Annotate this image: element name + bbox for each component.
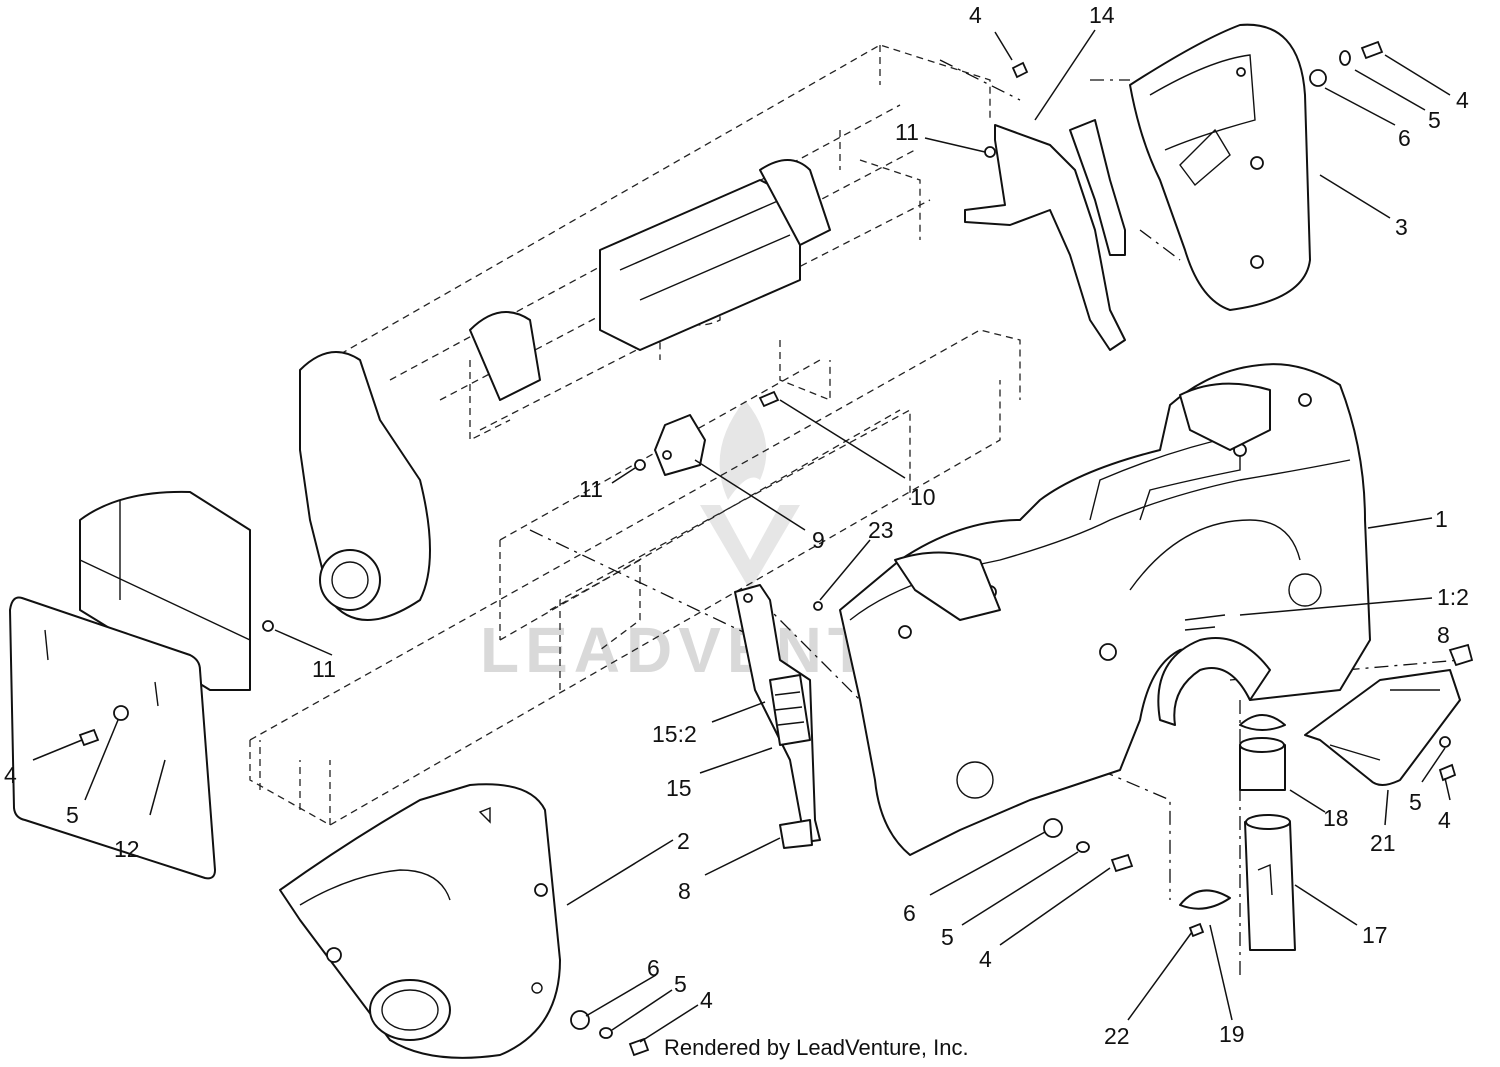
callout-1-2: 1:2 (1437, 584, 1469, 610)
callout-4-right: 4 (1438, 807, 1451, 833)
callout-6-top-right: 6 (1398, 125, 1411, 151)
callout-22: 22 (1104, 1023, 1130, 1049)
part-3-upper-right-cover (1129, 23, 1311, 311)
callout-23: 23 (868, 517, 894, 543)
callout-11-left: 11 (312, 656, 336, 682)
callout-19: 19 (1219, 1021, 1245, 1047)
part-21-right-shield (1304, 669, 1461, 786)
leader-lines (32, 29, 1451, 1043)
callout-10: 10 (910, 484, 936, 510)
callout-12: 12 (114, 836, 140, 862)
callout-4-mid: 4 (979, 946, 992, 972)
callout-4-top: 4 (969, 2, 982, 28)
part-17-18-tubes (1179, 714, 1296, 951)
hardware (78, 40, 1474, 1057)
callout-5-left: 5 (66, 802, 79, 828)
callout-14: 14 (1089, 2, 1115, 28)
callout-6-bottom: 6 (647, 955, 660, 981)
callout-labels: 4 14 11 4 5 6 3 10 11 9 23 1 1:2 8 11 4 … (4, 2, 1469, 1049)
callout-5-top-right: 5 (1428, 107, 1441, 133)
callout-8-mid: 8 (678, 878, 691, 904)
callout-4-top-right: 4 (1456, 87, 1469, 113)
part-2-lower-cover (279, 783, 561, 1059)
callout-17: 17 (1362, 922, 1388, 948)
deck-drive-assembly (79, 159, 831, 691)
part-9-small-bracket (654, 414, 706, 476)
callout-8-right: 8 (1437, 622, 1450, 648)
callout-2: 2 (677, 828, 690, 854)
callout-5-right: 5 (1409, 789, 1422, 815)
callout-15: 15 (666, 775, 692, 801)
callout-11-top: 11 (895, 119, 919, 145)
callout-5-bottom: 5 (674, 971, 687, 997)
callout-11-mid: 11 (579, 476, 603, 502)
callout-21: 21 (1370, 830, 1396, 856)
callout-3: 3 (1395, 214, 1408, 240)
callout-15-2: 15:2 (652, 721, 697, 747)
rendered-by-credit: Rendered by LeadVenture, Inc. (664, 1035, 969, 1060)
callout-6-mid: 6 (903, 900, 916, 926)
part-1-main-cover (839, 363, 1371, 856)
callout-9: 9 (812, 527, 825, 553)
part-12-left-panel (9, 596, 216, 880)
callout-4-bottom: 4 (700, 987, 713, 1013)
callout-5-mid: 5 (941, 924, 954, 950)
part-14-upper-bracket (964, 119, 1126, 351)
callout-18: 18 (1323, 805, 1349, 831)
callout-1: 1 (1435, 506, 1448, 532)
part-15-center-bracket (734, 584, 821, 849)
callout-4-left: 4 (4, 762, 17, 788)
